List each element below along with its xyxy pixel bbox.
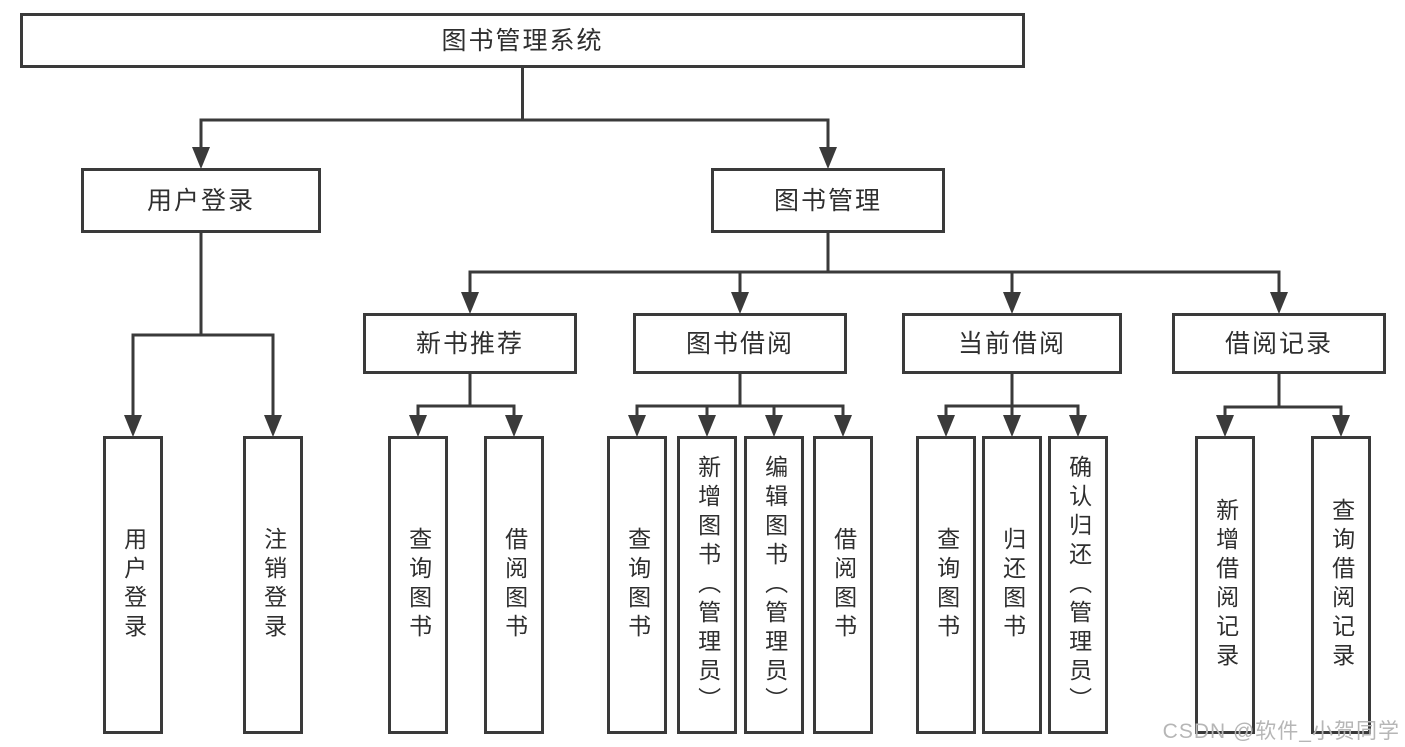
node-label: 借阅记录 <box>1224 329 1333 358</box>
node-label: 当前借阅 <box>957 329 1066 358</box>
node-label: 用户登录 <box>146 186 255 215</box>
leaf-add-borrow-record: 新增借阅记录 <box>1195 436 1255 734</box>
node-library-management-system: 图书管理系统 <box>20 13 1025 68</box>
leaf-query-borrow-record: 查询借阅记录 <box>1311 436 1371 734</box>
node-book-management: 图书管理 <box>711 168 945 233</box>
node-label: 查询图书 <box>405 527 432 643</box>
node-label: 编辑图书（管理员） <box>761 454 788 716</box>
node-label: 新增借阅记录 <box>1212 498 1239 672</box>
node-label: 借阅图书 <box>501 527 528 643</box>
node-label: 新增图书（管理员） <box>694 454 721 716</box>
leaf-borrow-books: 借阅图书 <box>813 436 873 734</box>
leaf-query-books: 查询图书 <box>916 436 976 734</box>
node-label: 用户登录 <box>120 527 147 643</box>
node-label: 新书推荐 <box>415 329 524 358</box>
leaf-edit-books-admin: 编辑图书（管理员） <box>744 436 804 734</box>
leaf-user-login: 用户登录 <box>103 436 163 734</box>
node-book-borrowing: 图书借阅 <box>633 313 847 374</box>
node-label: 图书借阅 <box>685 329 794 358</box>
leaf-add-books-admin: 新增图书（管理员） <box>677 436 737 734</box>
node-new-book-recommendation: 新书推荐 <box>363 313 577 374</box>
leaf-return-books: 归还图书 <box>982 436 1042 734</box>
leaf-borrow-books: 借阅图书 <box>484 436 544 734</box>
csdn-watermark: CSDN @软件_小贺同学 <box>1162 720 1400 743</box>
leaf-query-books: 查询图书 <box>388 436 448 734</box>
node-label: 借阅图书 <box>830 527 857 643</box>
leaf-confirm-return-admin: 确认归还（管理员） <box>1048 436 1108 734</box>
node-label: 确认归还（管理员） <box>1065 454 1092 716</box>
node-label: 查询借阅记录 <box>1328 498 1355 672</box>
node-borrowing-records: 借阅记录 <box>1172 313 1386 374</box>
leaf-logout: 注销登录 <box>243 436 303 734</box>
node-label: 图书管理 <box>773 186 882 215</box>
node-label: 注销登录 <box>260 527 287 643</box>
node-label: 查询图书 <box>933 527 960 643</box>
node-label: 图书管理系统 <box>441 26 604 55</box>
node-label: 查询图书 <box>624 527 651 643</box>
node-current-borrowing: 当前借阅 <box>902 313 1122 374</box>
node-label: 归还图书 <box>999 527 1026 643</box>
node-user-login: 用户登录 <box>81 168 321 233</box>
leaf-query-books: 查询图书 <box>607 436 667 734</box>
